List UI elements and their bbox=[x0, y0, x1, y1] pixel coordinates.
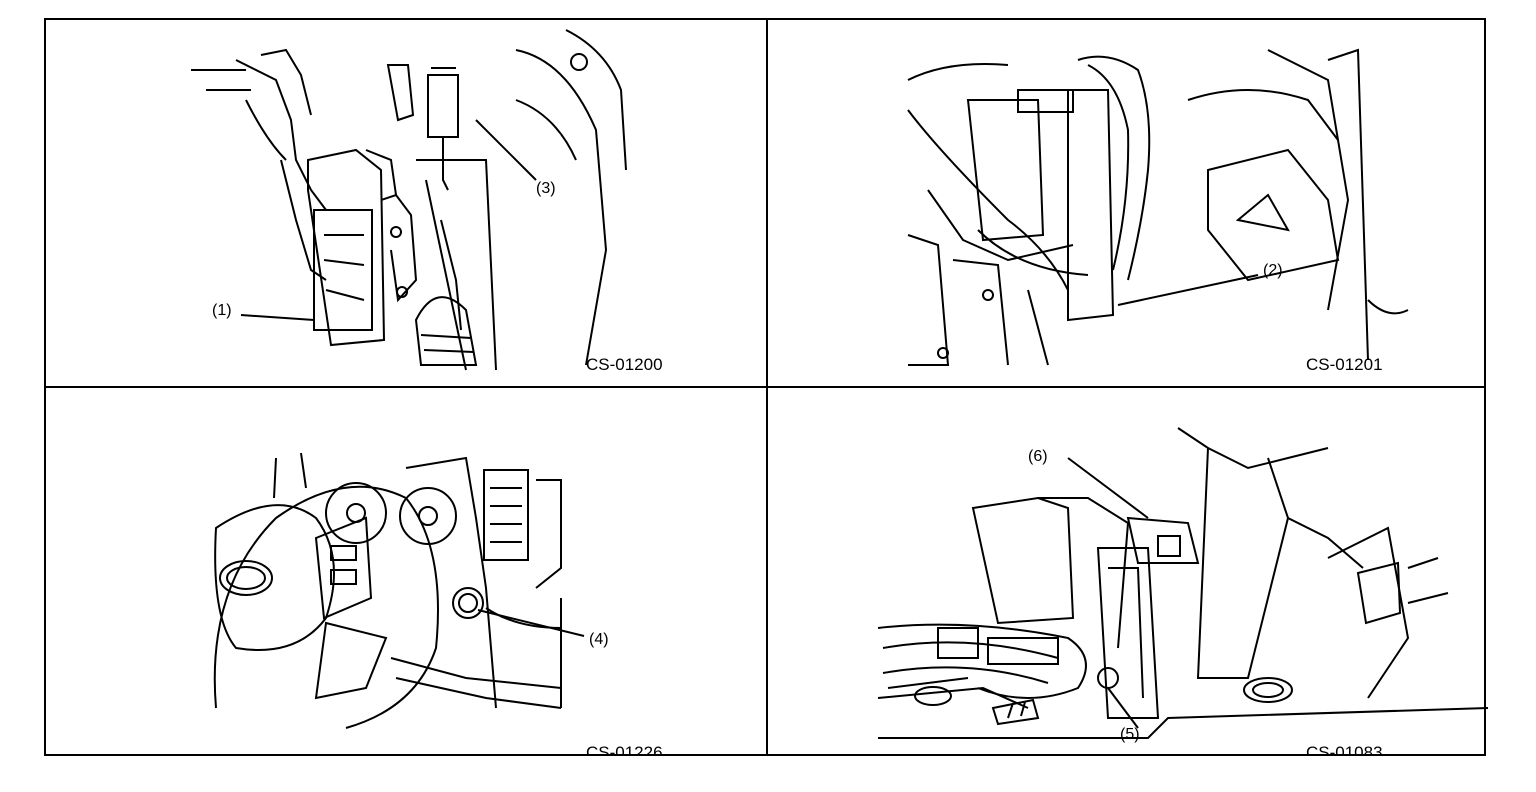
figure-code: CS-01083 bbox=[1306, 743, 1383, 756]
figure-code: CS-01200 bbox=[586, 355, 663, 374]
panel-cs-01200: (1) (3) CS-01200 bbox=[46, 20, 766, 386]
horizontal-divider bbox=[46, 386, 1484, 388]
panel-cs-01083: (6) (5) CS-01083 bbox=[768, 388, 1488, 756]
callout-2: (2) bbox=[1263, 262, 1283, 279]
illustration-steering-wheel-switch bbox=[213, 452, 585, 729]
callout-4: (4) bbox=[589, 631, 609, 648]
callout-3: (3) bbox=[536, 180, 556, 197]
callout-1: (1) bbox=[212, 302, 232, 319]
figure-code: CS-01226 bbox=[586, 743, 663, 756]
callout-6: (6) bbox=[1028, 448, 1048, 465]
figure-grid: (1) (3) CS-01200 bbox=[44, 18, 1488, 756]
illustration-module-location bbox=[907, 48, 1409, 366]
callout-5: (5) bbox=[1120, 726, 1140, 743]
illustration-body-control-unit bbox=[191, 29, 627, 371]
panel-cs-01201: (2) CS-01201 bbox=[768, 20, 1488, 386]
illustration-connector-location bbox=[877, 427, 1488, 739]
panel-cs-01226: (4) CS-01226 bbox=[46, 388, 766, 756]
figure-code: CS-01201 bbox=[1306, 355, 1383, 374]
